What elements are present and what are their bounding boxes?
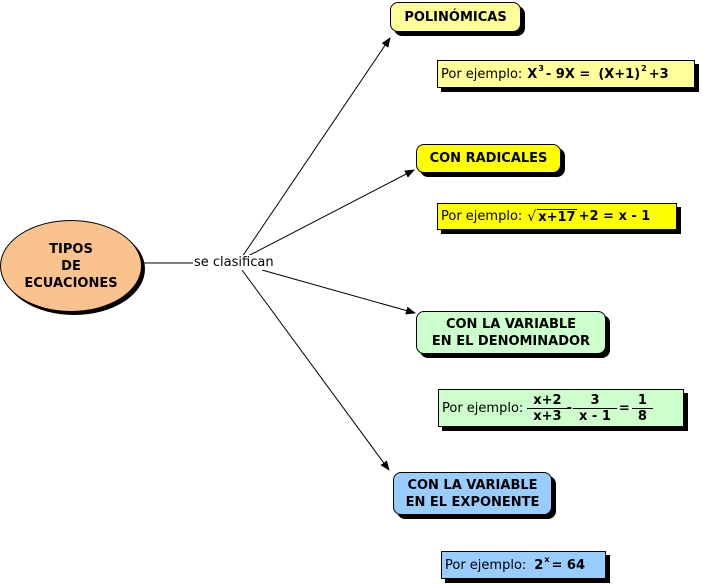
example-polinomicas: Por ejemplo: X 3 - 9X = (X+1) 2 +3: [437, 60, 695, 88]
concept-variable-exponente-line-2: EN EL EXPONENTE: [405, 494, 540, 510]
concept-con-radicales[interactable]: CON RADICALES: [416, 144, 561, 173]
concept-polinomicas-title: POLINÓMICAS: [404, 9, 507, 25]
example-variable-exponente: Por ejemplo: 2 x = 64: [441, 551, 606, 579]
fraction-1-numerator: x+2: [527, 393, 568, 409]
concept-variable-exponente-line-1: CON LA VARIABLE: [407, 477, 538, 493]
arrow-to-polinomicas: [241, 37, 391, 258]
root-line-1: TIPOS: [49, 241, 93, 257]
example-label: Por ejemplo:: [441, 66, 523, 82]
example-part-3: +3: [648, 66, 669, 82]
example-variable-denominador: Por ejemplo: x+2 x+3 - 3 x - 1 = 1 8: [438, 389, 684, 427]
fraction-3: 1 8: [631, 393, 653, 424]
fraction-1: x+2 x+3: [527, 393, 568, 424]
fraction-3-denominator: 8: [637, 408, 647, 424]
concept-variable-denominador[interactable]: CON LA VARIABLE EN EL DENOMINADOR: [416, 311, 606, 354]
fraction-2: 3 x - 1: [573, 393, 617, 424]
example-label: Por ejemplo:: [445, 557, 527, 573]
fraction-2-denominator: x - 1: [579, 408, 611, 424]
concept-con-radicales-title: CON RADICALES: [429, 151, 548, 166]
fraction-1-denominator: x+3: [533, 408, 562, 424]
example-label: Por ejemplo:: [442, 400, 524, 416]
concept-variable-denominador-line-1: CON LA VARIABLE: [445, 316, 577, 332]
concept-variable-exponente[interactable]: CON LA VARIABLE EN EL EXPONENTE: [393, 472, 552, 515]
example-label: Por ejemplo:: [441, 209, 523, 224]
example-con-radicales: Por ejemplo: √ x+17 +2 = x - 1: [437, 203, 677, 230]
arrow-to-radicales: [247, 169, 415, 257]
example-base-1: X: [527, 66, 538, 82]
example-part-2: - 9X =: [545, 66, 591, 82]
square-root-expression: √ x+17: [527, 208, 577, 225]
example-exponent: x: [544, 554, 550, 564]
concept-variable-denominador-line-2: EN EL DENOMINADOR: [431, 333, 591, 349]
radicand: x+17: [537, 208, 577, 225]
example-rest: = 64: [551, 557, 586, 573]
root-line-3: ECUACIONES: [24, 275, 118, 291]
root-line-2: DE: [61, 258, 81, 274]
example-base-2: (X+1): [598, 66, 641, 82]
example-exponent-2: 2: [641, 63, 647, 73]
link-label-se-clasifican: se clasifican: [193, 255, 275, 270]
example-exponent-1: 3: [538, 63, 544, 73]
fraction-2-numerator: 3: [573, 393, 617, 409]
example-base: 2: [534, 557, 544, 573]
arrow-to-exponente: [241, 269, 390, 471]
minus-operator: -: [566, 400, 573, 416]
fraction-3-numerator: 1: [631, 393, 653, 409]
radical-sign-icon: √: [527, 208, 537, 225]
equals-operator: =: [618, 400, 630, 416]
arrow-to-denominador: [261, 269, 416, 315]
concept-polinomicas[interactable]: POLINÓMICAS: [390, 2, 521, 32]
example-rest: +2 = x - 1: [578, 209, 651, 224]
root-concept-tipos-de-ecuaciones[interactable]: TIPOS DE ECUACIONES: [0, 220, 142, 312]
